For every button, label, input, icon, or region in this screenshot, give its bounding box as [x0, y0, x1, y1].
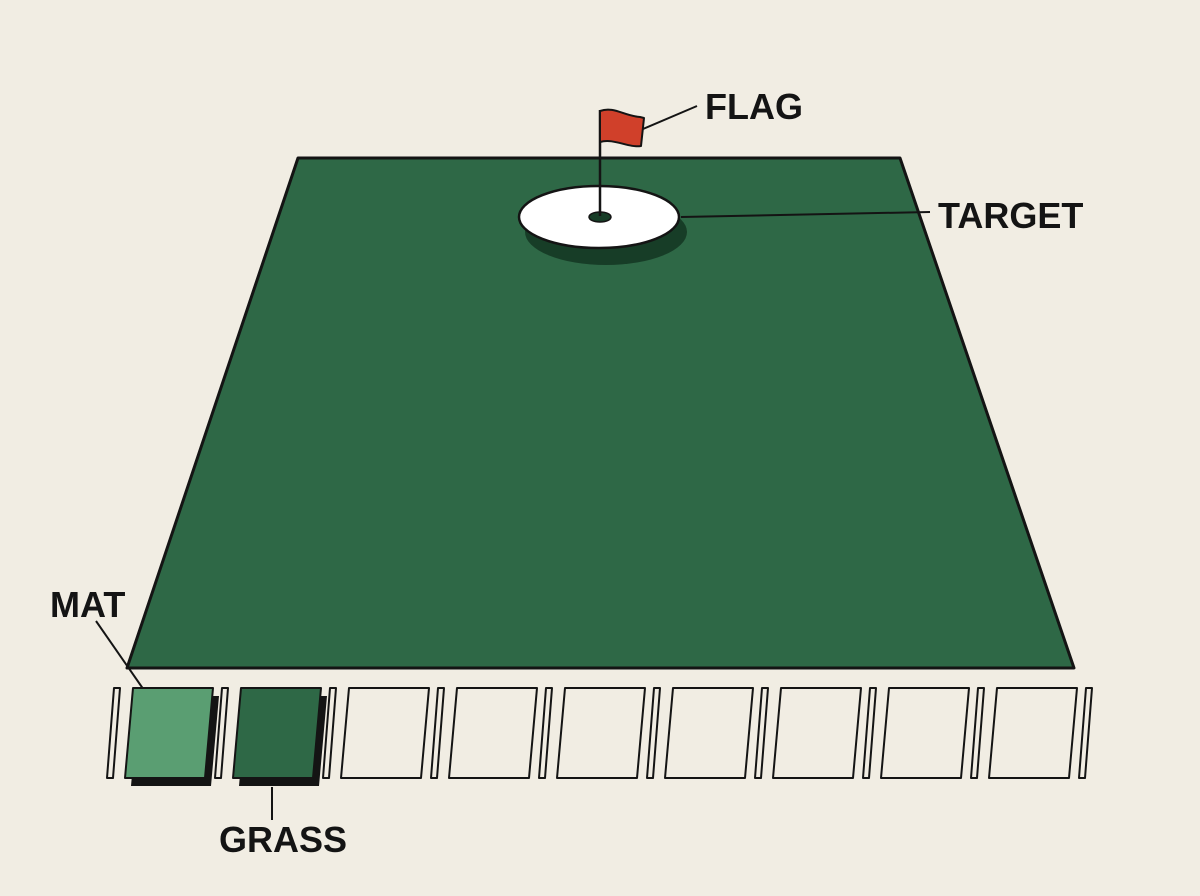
target-green — [517, 184, 687, 265]
target-leader-line — [680, 211, 931, 218]
bay-divider — [430, 687, 445, 779]
empty-bay — [880, 687, 970, 779]
bay-divider — [862, 687, 877, 779]
range-field — [125, 156, 1076, 670]
target-label: TARGET — [938, 195, 1083, 236]
empty-bay — [988, 687, 1078, 779]
mat-leader-line — [95, 620, 147, 694]
bay-divider — [646, 687, 661, 779]
flag-leader-line — [642, 105, 698, 130]
empty-bay — [340, 687, 430, 779]
empty-bay — [664, 687, 754, 779]
bay-divider — [538, 687, 553, 779]
grass-label: GRASS — [219, 819, 347, 860]
bay-divider — [754, 687, 769, 779]
empty-bay — [448, 687, 538, 779]
bay-divider — [1078, 687, 1093, 779]
mat-bay — [124, 687, 214, 779]
flag-cloth — [599, 108, 645, 148]
hitting-bays — [106, 687, 1093, 786]
bay-divider — [214, 687, 229, 779]
bay-divider — [970, 687, 985, 779]
mat-label: MAT — [50, 584, 125, 625]
flag-label: FLAG — [705, 86, 803, 127]
bay-divider — [106, 687, 121, 779]
grass-bay — [232, 687, 322, 779]
empty-bay — [556, 687, 646, 779]
flag — [598, 108, 645, 216]
bay-divider — [322, 687, 337, 779]
empty-bay — [772, 687, 862, 779]
